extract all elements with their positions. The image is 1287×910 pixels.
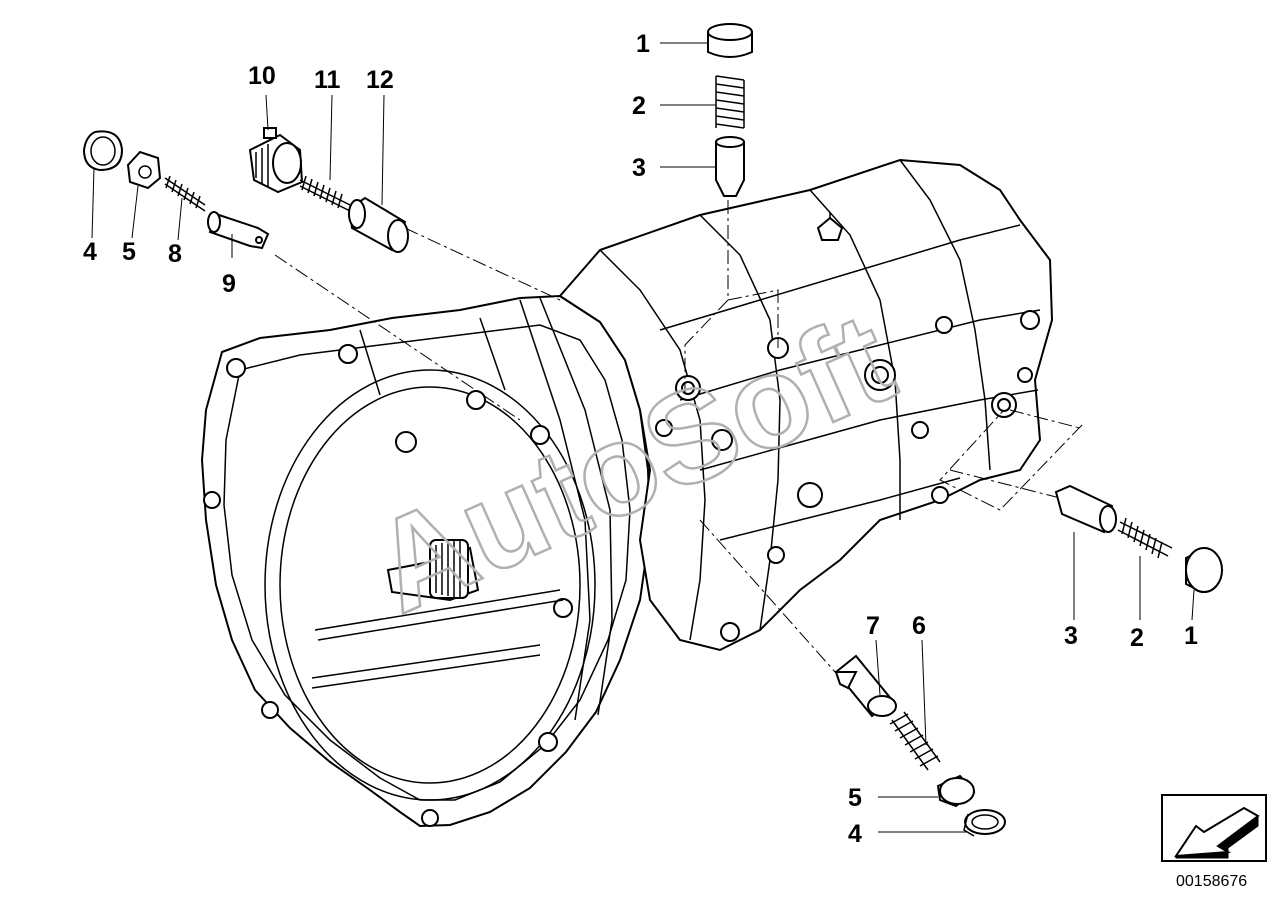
part-cap-bottom [936, 774, 976, 808]
callout-bottom-4: 4 [848, 820, 862, 848]
callout-top-1: 1 [636, 30, 650, 58]
callout-right-3: 3 [1064, 622, 1078, 650]
part-spring-bottom [889, 711, 941, 771]
part-plug-threaded [248, 127, 304, 194]
callout-left-8: 8 [168, 240, 182, 268]
leader-lines [91, 42, 1195, 833]
part-cap-top [707, 23, 753, 58]
callout-11: 11 [314, 66, 341, 94]
callout-bottom-7: 7 [866, 612, 880, 640]
callout-left-4: 4 [83, 238, 97, 266]
callout-left-5: 5 [122, 238, 136, 266]
callout-bottom-6: 6 [912, 612, 926, 640]
part-spring-right [1117, 517, 1173, 559]
callout-top-2: 2 [632, 92, 646, 120]
arrow-badge-icon [1161, 794, 1267, 862]
callout-left-9: 9 [222, 270, 236, 298]
gearbox-case [558, 158, 1054, 652]
part-plunger-top [715, 136, 745, 197]
callout-right-1: 1 [1184, 622, 1198, 650]
part-cap-right [1185, 546, 1224, 594]
callout-top-3: 3 [632, 154, 646, 182]
callout-10: 10 [248, 62, 276, 90]
callout-12: 12 [366, 66, 394, 94]
diagram-code: 00158676 [1176, 873, 1247, 890]
part-cap-left [126, 150, 162, 190]
callout-right-2: 2 [1130, 624, 1144, 652]
part-plunger-right [1054, 484, 1117, 534]
part-pin-left [207, 211, 270, 250]
part-spring-top [715, 75, 745, 129]
part-circlip-bottom [963, 809, 1006, 837]
callout-labels: 1 2 3 10 11 12 4 5 8 9 3 2 1 7 6 5 4 [83, 30, 1198, 848]
transmission-housing [200, 294, 652, 828]
part-spring-upper [299, 175, 351, 212]
assembly-lines [274, 200, 1083, 701]
part-sleeve-bottom [834, 654, 897, 718]
callout-bottom-5: 5 [848, 784, 862, 812]
part-circlip-left [82, 130, 124, 172]
part-spring-left [164, 175, 206, 212]
part-sleeve-upper [348, 196, 409, 253]
